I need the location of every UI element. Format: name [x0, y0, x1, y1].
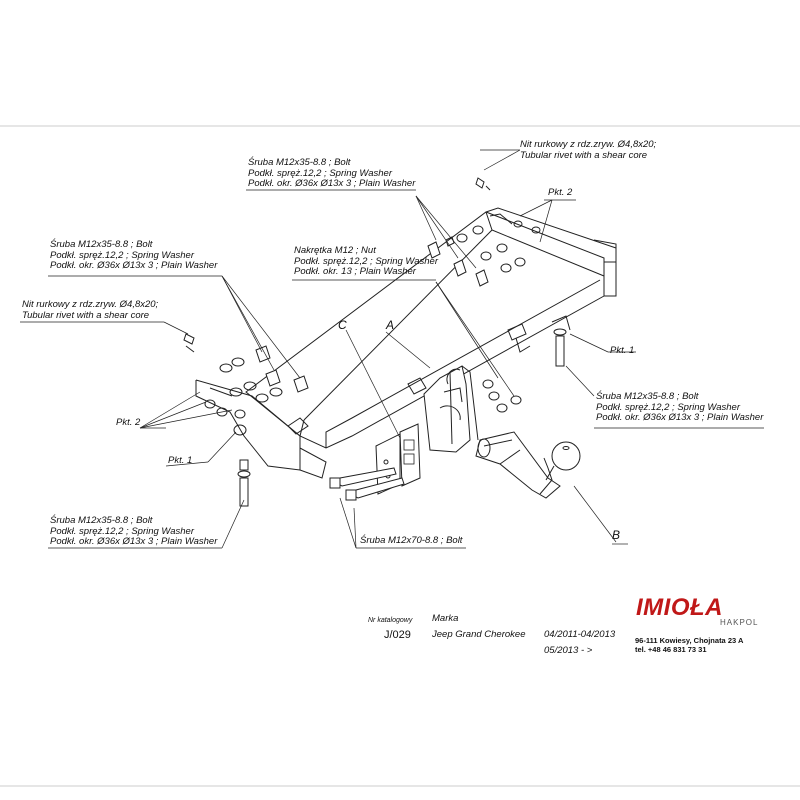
catalog-marka-header: Marka — [432, 613, 459, 624]
m70-bolts — [329, 467, 405, 501]
bolt-left-line-3: Podkł. okr. Ø36x Ø13x 3 ; Plain Washer — [50, 260, 218, 271]
bolt-top-line-1: Śruba M12x35-8.8 ; Bolt — [248, 157, 351, 168]
company-address-block: 96-111 Kowiesy, Chojnata 23 A tel. +48 4… — [635, 636, 743, 654]
catalog-number: J/029 — [384, 629, 411, 641]
company-phone: tel. +48 46 831 73 31 — [635, 645, 707, 654]
bolt-bottom-left-line-2: Podkł. spręż.12,2 ; Spring Washer — [50, 525, 194, 537]
bolt-left-line-1: Śruba M12x35-8.8 ; Bolt — [50, 239, 153, 250]
nut-line-3: Podkł. okr. 13 ; Plain Washer — [294, 266, 416, 277]
part-c-label: C — [338, 318, 347, 332]
bolt-top-line-2: Podkł. spręż.12,2 ; Spring Washer — [248, 167, 392, 179]
rivet-left-label: Nit rurkowy z rdz.zryw. Ø4,8x20; Tubular… — [22, 299, 159, 321]
pkt1-left-label: Pkt. 1 — [168, 455, 193, 466]
logo-sub: HAKPOL — [720, 618, 759, 627]
bolt-right-label: Śruba M12x35-8.8 ; Bolt Podkł. spręż.12,… — [596, 391, 764, 424]
bolt-bottom-left-line-3: Podkł. okr. Ø36x Ø13x 3 ; Plain Washer — [50, 536, 218, 547]
rivet-top-line-1: Nit rurkowy z rdz.zryw. Ø4,8x20; — [520, 139, 657, 150]
catalog-model: Jeep Grand Cherokee — [432, 629, 526, 640]
catalog-nr-header: Nr katalogowy — [368, 617, 413, 624]
bolt-top-line-3: Podkł. okr. Ø36x Ø13x 3 ; Plain Washer — [248, 178, 416, 189]
catalog-date-2: 05/2013 - > — [544, 645, 593, 656]
part-a-label: A — [386, 318, 395, 332]
bolt-right-line-2: Podkł. spręż.12,2 ; Spring Washer — [596, 401, 740, 413]
bolt-left-line-2: Podkł. spręż.12,2 ; Spring Washer — [50, 249, 194, 261]
rivet-top-label: Nit rurkowy z rdz.zryw. Ø4,8x20; Tubular… — [520, 139, 657, 161]
rivet-left-line-2: Tubular rivet with a shear core — [22, 309, 150, 321]
nut-line-2: Podkł. spręż.12,2 ; Spring Washer — [294, 255, 438, 267]
nut-label: Nakrętka M12 ; Nut Podkł. spręż.12,2 ; S… — [294, 245, 438, 278]
fastener-sets — [183, 177, 567, 507]
bolt-bottom-left-line-1: Śruba M12x35-8.8 ; Bolt — [50, 515, 153, 526]
catalog-date-1: 04/2011-04/2013 — [544, 629, 616, 640]
tow-ball-arm — [475, 431, 581, 499]
pkt2-right-label: Pkt. 2 — [548, 187, 573, 198]
company-address: 96-111 Kowiesy, Chojnata 23 A — [635, 636, 744, 645]
nut-line-1: Nakrętka M12 ; Nut — [294, 245, 376, 256]
bolt-top-label: Śruba M12x35-8.8 ; Bolt Podkł. spręż.12,… — [248, 157, 416, 190]
bolt-right-line-1: Śruba M12x35-8.8 ; Bolt — [596, 391, 699, 402]
bolt-m70-label: Śruba M12x70-8.8 ; Bolt — [360, 535, 463, 546]
bolt-left-label: Śruba M12x35-8.8 ; Bolt Podkł. spręż.12,… — [50, 239, 218, 272]
bolt-right-line-3: Podkł. okr. Ø36x Ø13x 3 ; Plain Washer — [596, 412, 764, 423]
pkt2-left-label: Pkt. 2 — [116, 417, 141, 428]
leader-lines — [20, 149, 764, 549]
rivet-top-line-2: Tubular rivet with a shear core — [520, 149, 648, 161]
bolt-bottom-left-label: Śruba M12x35-8.8 ; Bolt Podkł. spręż.12,… — [50, 515, 218, 548]
part-b-label: B — [612, 528, 621, 542]
company-logo: IMIOŁA HAKPOL — [628, 594, 768, 630]
ball-mount-bracket — [375, 365, 479, 495]
rivet-left-line-1: Nit rurkowy z rdz.zryw. Ø4,8x20; — [22, 299, 159, 310]
pkt1-right-label: Pkt. 1 — [610, 345, 635, 356]
logo-brand: IMIOŁA — [636, 594, 723, 621]
